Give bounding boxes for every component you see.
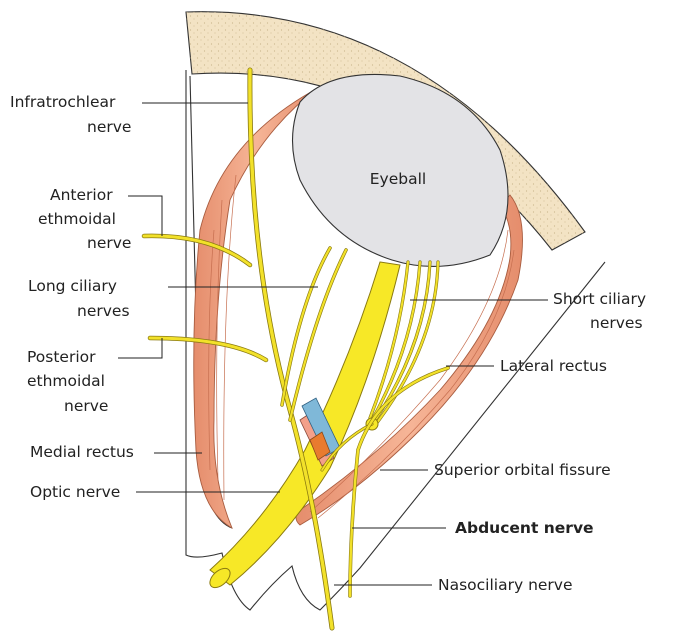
label-long-ciliary-line1: Long ciliary [28, 277, 117, 295]
label-posterior-ethmoidal-line1: Posterior [27, 348, 96, 366]
label-infratrochlear-line1: Infratrochlear [10, 93, 116, 111]
label-anterior-ethmoidal-line1: Anterior [50, 186, 113, 204]
eyeball-label: Eyeball [370, 170, 426, 188]
label-posterior-ethmoidal-line2: ethmoidal [27, 372, 105, 390]
label-anterior-ethmoidal-line3: nerve [87, 234, 131, 252]
label-optic-nerve: Optic nerve [30, 483, 120, 501]
label-superior-orbital-fissure: Superior orbital fissure [434, 461, 611, 479]
leader-posterior-ethmoidal [118, 338, 162, 358]
label-nasociliary-nerve: Nasociliary nerve [438, 576, 573, 594]
label-medial-rectus: Medial rectus [30, 443, 134, 461]
label-short-ciliary-line1: Short ciliary [553, 290, 646, 308]
label-lateral-rectus: Lateral rectus [500, 357, 607, 375]
label-abducent-nerve: Abducent nerve [455, 519, 594, 537]
label-infratrochlear-line2: nerve [87, 118, 131, 136]
leader-anterior-ethmoidal [128, 196, 162, 236]
label-anterior-ethmoidal-line2: ethmoidal [38, 210, 116, 228]
label-long-ciliary-line2: nerves [77, 302, 130, 320]
label-posterior-ethmoidal-line3: nerve [64, 397, 108, 415]
eyeball: Eyeball [293, 74, 509, 266]
label-short-ciliary-line2: nerves [590, 314, 643, 332]
